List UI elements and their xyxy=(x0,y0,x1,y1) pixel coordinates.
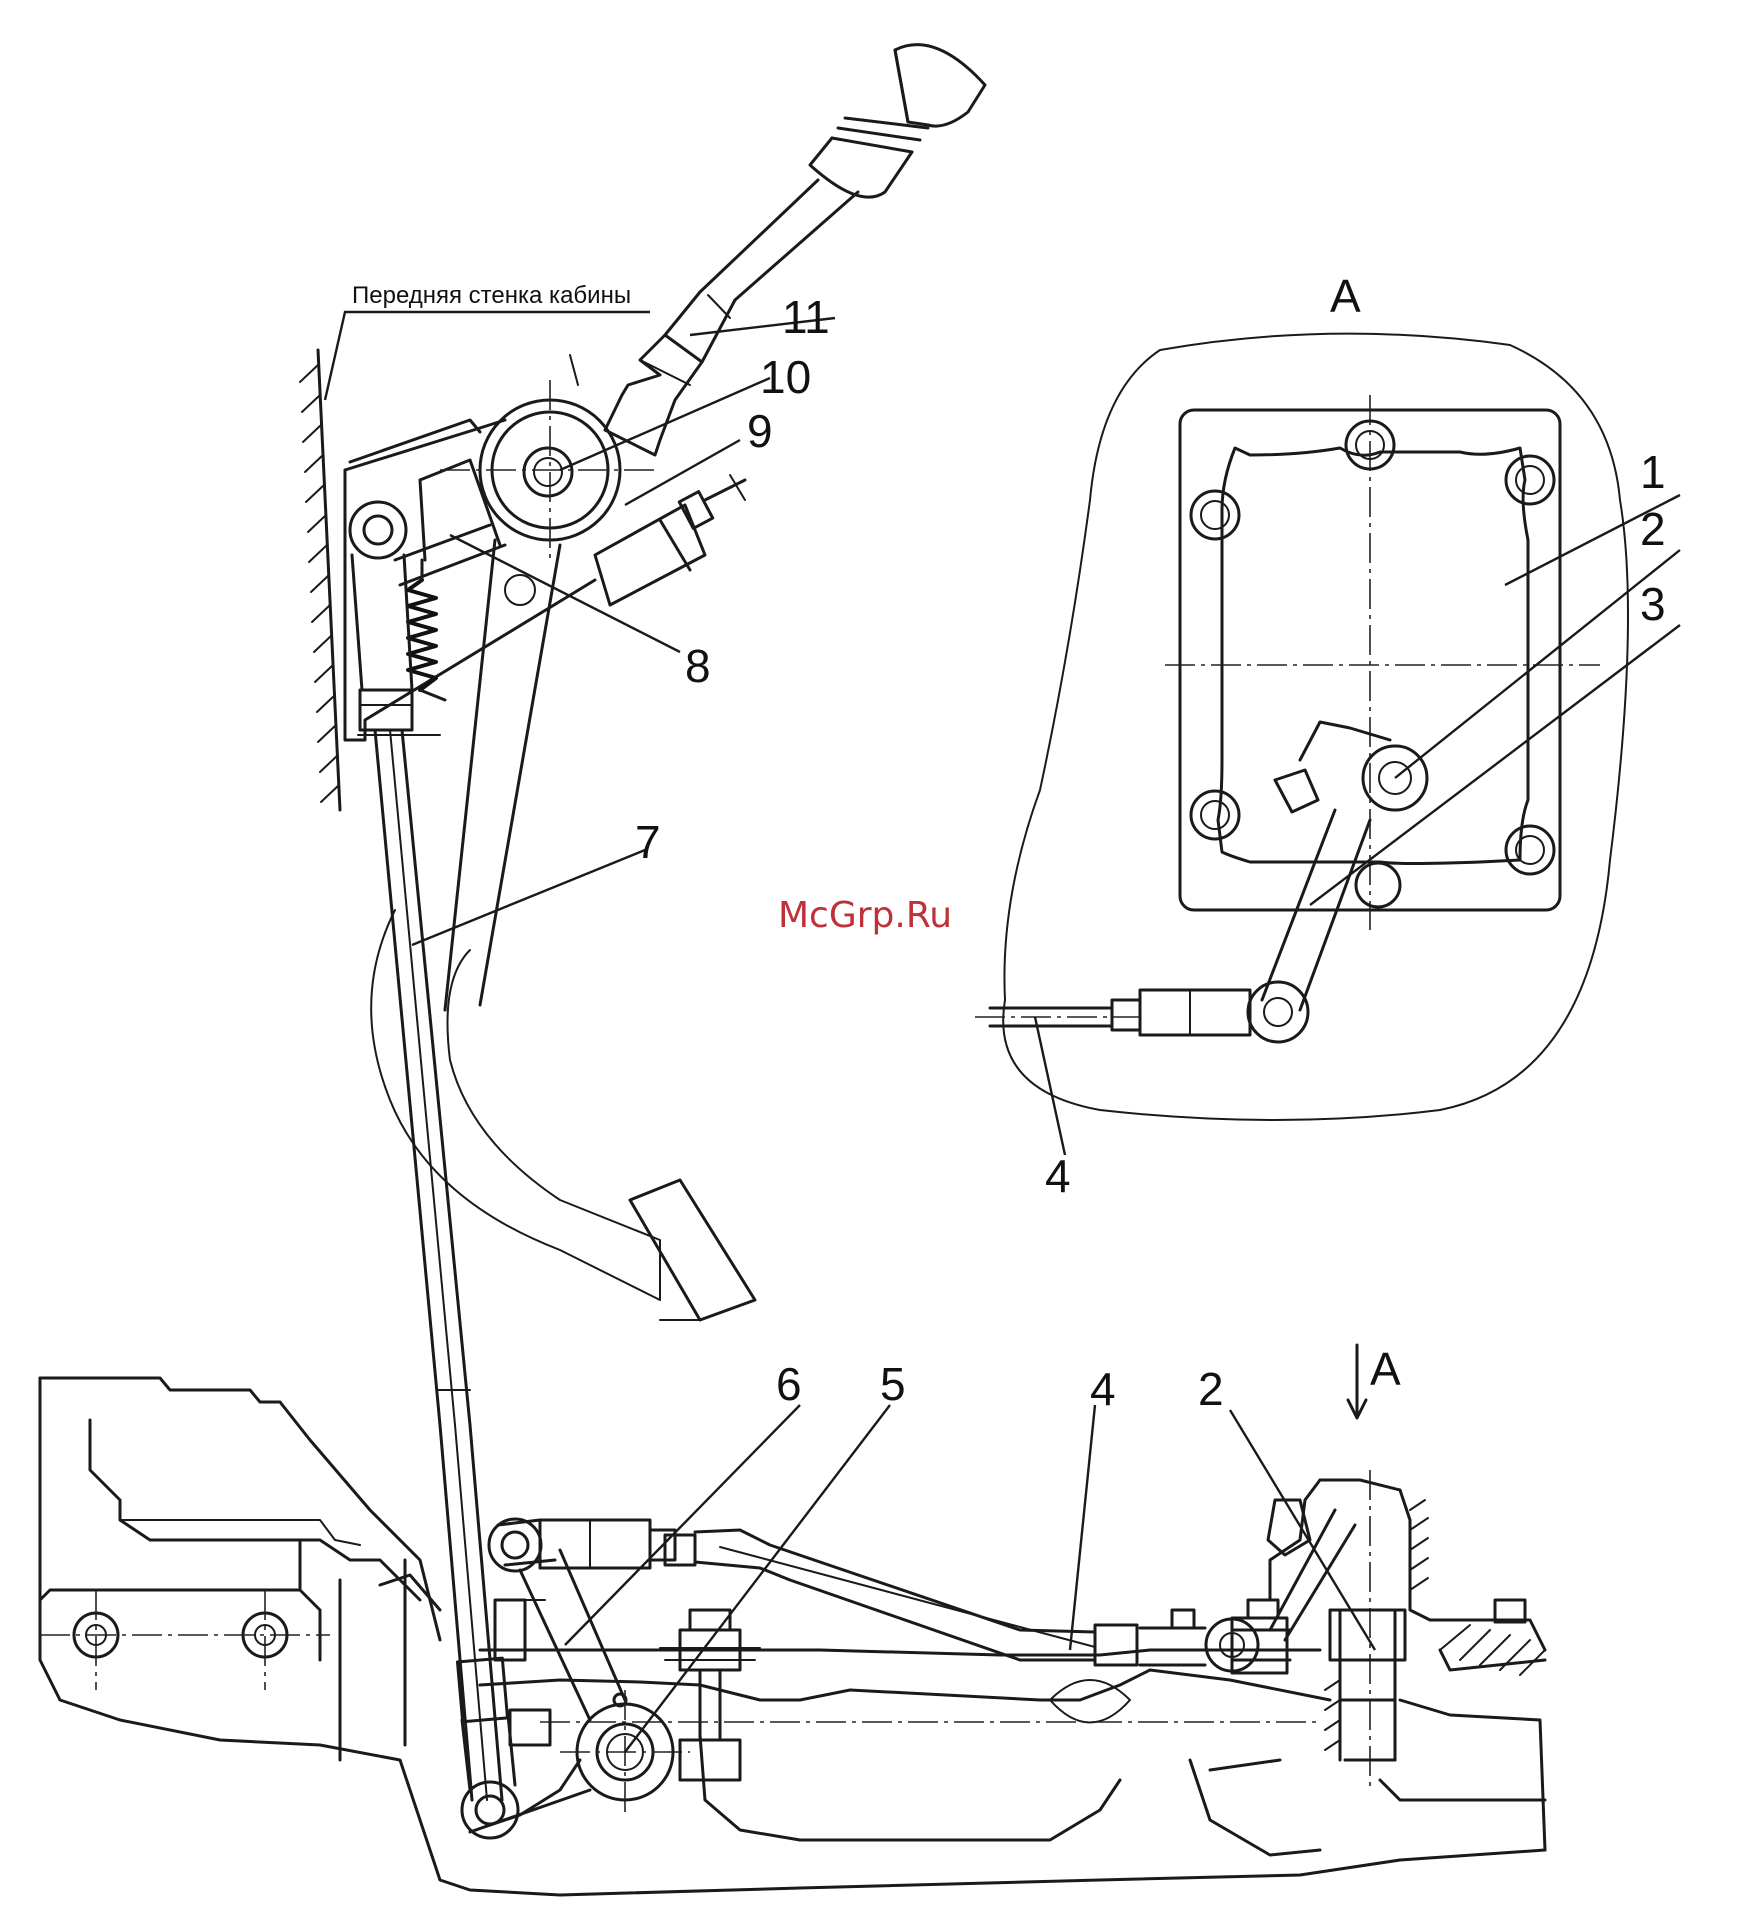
callout-11: 11 xyxy=(782,291,830,343)
callout-5: 5 xyxy=(880,1358,906,1410)
callout-6: 6 xyxy=(776,1358,802,1410)
view-a-inset xyxy=(975,334,1628,1120)
callout-1: 1 xyxy=(1640,446,1666,498)
callout-2-inset: 2 xyxy=(1640,503,1666,555)
shift-shaft-housing xyxy=(1268,1470,1545,1790)
lower-bell-crank xyxy=(489,1519,625,1745)
callout-10: 10 xyxy=(760,351,811,403)
cab-wall-caption: Передняя стенка кабины xyxy=(325,282,650,400)
pedal-phantom xyxy=(371,910,755,1320)
callout-8: 8 xyxy=(685,640,711,692)
callout-7: 7 xyxy=(635,816,661,868)
lever-bracket xyxy=(345,420,595,740)
view-arrow: А xyxy=(1348,1343,1401,1418)
switch-block xyxy=(595,475,745,605)
caption-text: Передняя стенка кабины xyxy=(352,282,631,309)
callout-9: 9 xyxy=(747,405,773,457)
callout-4-lower: 4 xyxy=(1090,1363,1116,1415)
inset-lever xyxy=(975,722,1427,1042)
callout-labels: 1 2 3 4 5 6 7 8 9 10 11 4 2 А xyxy=(635,270,1666,1415)
leader-lines xyxy=(412,318,1680,1752)
transmission-housing xyxy=(40,1378,1545,1895)
view-arrow-label: А xyxy=(1370,1343,1401,1395)
callout-3: 3 xyxy=(1640,578,1666,630)
view-a-title: А xyxy=(1330,270,1361,322)
cab-front-wall xyxy=(300,350,340,810)
watermark: McGrp.Ru xyxy=(778,895,952,936)
callout-2-lower: 2 xyxy=(1198,1363,1224,1415)
callout-4-inset: 4 xyxy=(1045,1150,1071,1202)
cover-bolts xyxy=(1191,421,1554,907)
lever-arm xyxy=(395,525,560,1010)
